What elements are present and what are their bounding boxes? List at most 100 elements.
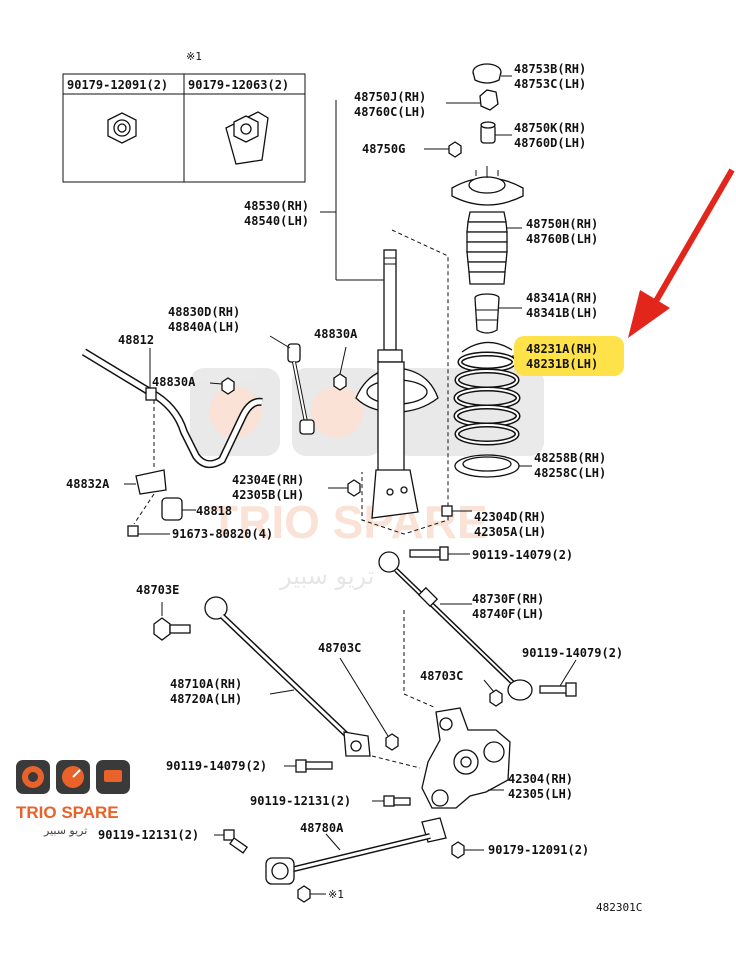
upper-support (451, 166, 524, 206)
label-48258: 48258B(RH) 48258C(LH) (534, 451, 606, 480)
label-48750g: 48750G (362, 142, 405, 156)
diagram-code: 482301C (596, 901, 642, 914)
svg-text:42305A(LH): 42305A(LH) (474, 525, 546, 539)
label-48703c-left: 48703C (318, 641, 361, 655)
watermark: TRIO SPARE تريو سبير (190, 368, 544, 590)
knuckle (421, 707, 511, 809)
label-48780: 48780A (300, 821, 344, 835)
red-arrow (628, 168, 735, 338)
label-48830d: 48830D(RH) 48840A(LH) (168, 305, 240, 334)
bump-cap (472, 63, 502, 84)
inset-note: ※1 (186, 50, 202, 63)
svg-text:48760D(LH): 48760D(LH) (514, 136, 586, 150)
label-48341: 48341A(RH) 48341B(LH) (526, 291, 598, 320)
bracket (135, 469, 167, 495)
svg-text:48231B(LH): 48231B(LH) (526, 357, 598, 371)
label-48830a-right: 48830A (314, 327, 358, 341)
brand-logo: TRIO SPARE تريو سبير (16, 760, 130, 837)
nut-90179 (451, 841, 465, 859)
highlight-48231 (514, 336, 624, 376)
label-90119-e: 90119-12131(2) (98, 828, 199, 842)
label-48703e: 48703E (136, 583, 179, 597)
label-48818: 48818 (196, 504, 232, 518)
svg-text:48540(LH): 48540(LH) (244, 214, 309, 228)
svg-text:48530(RH): 48530(RH) (244, 199, 309, 213)
svg-text:48753B(RH): 48753B(RH) (514, 62, 586, 76)
label-48750j: 48750J(RH) 48760C(LH) (354, 90, 426, 119)
label-42304e: 42304E(RH) 42305B(LH) (232, 473, 304, 502)
bolt-90119c (295, 759, 333, 773)
strut-bolt-e (347, 479, 361, 497)
label-90119-b: 90119-14079(2) (522, 646, 623, 660)
label-note1: ※1 (328, 888, 344, 901)
label-90119-c: 90119-14079(2) (166, 759, 267, 773)
trailing-link-48710 (204, 596, 371, 757)
svg-text:42304E(RH): 42304E(RH) (232, 473, 304, 487)
svg-text:48730F(RH): 48730F(RH) (472, 592, 544, 606)
dust-boot (466, 211, 508, 285)
svg-text:48830D(RH): 48830D(RH) (168, 305, 240, 319)
upper-nut (479, 89, 499, 111)
bump-stop (474, 293, 500, 334)
shock-absorber (355, 249, 439, 519)
small-nut (448, 141, 462, 158)
label-42304: 42304(RH) 42305(LH) (508, 772, 573, 801)
label-48703c-right: 48703C (420, 669, 463, 683)
label-48750h: 48750H(RH) 48760B(LH) (526, 217, 598, 246)
svg-text:42305B(LH): 42305B(LH) (232, 488, 304, 502)
svg-text:48840A(LH): 48840A(LH) (168, 320, 240, 334)
nut-icon (107, 112, 137, 144)
bracket-bolt (127, 525, 139, 537)
label-48812: 48812 (118, 333, 154, 347)
bushing (161, 497, 183, 521)
svg-text:48341A(RH): 48341A(RH) (526, 291, 598, 305)
logo-arabic: تريو سبير (43, 824, 87, 837)
svg-text:48760B(LH): 48760B(LH) (526, 232, 598, 246)
svg-text:42305(LH): 42305(LH) (508, 787, 573, 801)
stabilizer-link (287, 343, 315, 435)
nut-48703c-l (385, 733, 399, 751)
inset-left-code: 90179-12091(2) (67, 78, 168, 92)
label-48710: 48710A(RH) 48720A(LH) (170, 677, 242, 706)
link-nut-l (221, 377, 235, 395)
label-42304d: 42304D(RH) 42305A(LH) (474, 510, 546, 539)
svg-text:48740F(LH): 48740F(LH) (472, 607, 544, 621)
svg-text:48231A(RH): 48231A(RH) (526, 342, 598, 356)
logo-brand: TRIO SPARE (16, 803, 119, 822)
svg-text:48341B(LH): 48341B(LH) (526, 306, 598, 320)
bolt-90119a (409, 546, 449, 561)
flange-nut-icon (225, 111, 269, 165)
bolt-90119e (223, 829, 249, 854)
svg-text:48258B(RH): 48258B(RH) (534, 451, 606, 465)
label-48750k: 48750K(RH) 48760D(LH) (514, 121, 586, 150)
strut-bolt-d (441, 505, 472, 517)
svg-text:48750H(RH): 48750H(RH) (526, 217, 598, 231)
svg-text:48258C(LH): 48258C(LH) (534, 466, 606, 480)
nut-48703e (153, 617, 191, 641)
bolt-90119b (539, 682, 577, 697)
stabilizer-bar (81, 348, 263, 469)
label-90119-d: 90119-12131(2) (250, 794, 351, 808)
svg-text:48753C(LH): 48753C(LH) (514, 77, 586, 91)
label-48832: 48832A (66, 477, 110, 491)
spring-seat (454, 454, 520, 478)
coil-spring (453, 341, 521, 446)
label-48231: 48231A(RH) 48231B(LH) (526, 342, 598, 371)
svg-text:48760C(LH): 48760C(LH) (354, 105, 426, 119)
label-48530: 48530(RH) 48540(LH) (244, 199, 309, 228)
svg-text:48720A(LH): 48720A(LH) (170, 692, 242, 706)
nut-note1 (297, 885, 311, 903)
label-91673: 91673-80820(4) (172, 527, 273, 541)
svg-text:48710A(RH): 48710A(RH) (170, 677, 242, 691)
svg-text:48750J(RH): 48750J(RH) (354, 90, 426, 104)
svg-text:42304(RH): 42304(RH) (508, 772, 573, 786)
label-48730: 48730F(RH) 48740F(LH) (472, 592, 544, 621)
inset-box: ※1 90179-12091(2) 90179-12063(2) (62, 50, 306, 183)
inset-right-code: 90179-12063(2) (188, 78, 289, 92)
toe-link-48780 (265, 817, 447, 885)
label-90179: 90179-12091(2) (488, 843, 589, 857)
watermark-arabic: تريو سبير (279, 562, 374, 590)
bolt-90119d (383, 795, 411, 807)
label-48753: 48753B(RH) 48753C(LH) (514, 62, 586, 91)
